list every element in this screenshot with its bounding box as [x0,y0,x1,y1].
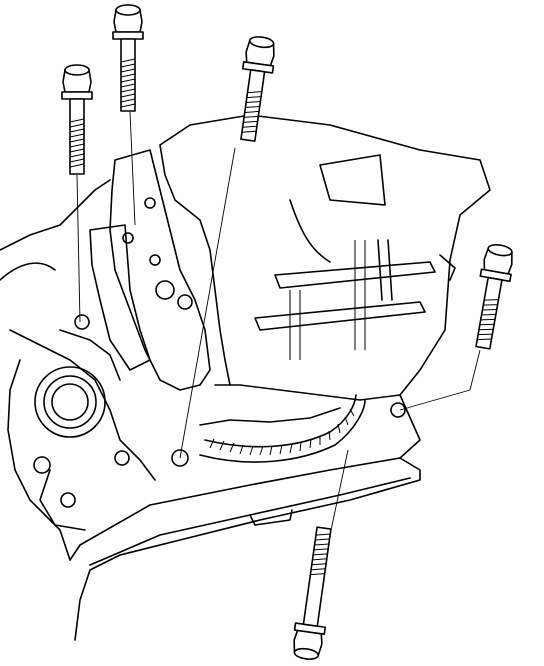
guide-lines [76,111,481,536]
hex-flange-bolt-4 [475,244,513,350]
transmission-housing [159,114,491,418]
oil-pan [69,394,421,641]
hex-flange-bolt-1 [61,64,93,175]
seal-bore [34,366,106,438]
flywheel-ring-gear [199,394,366,463]
hex-flange-bolt-2 [112,4,144,112]
mount-bracket [89,149,211,467]
hex-flange-bolt-5 [293,526,332,660]
engine-block [0,179,156,561]
hex-flange-bolt-3 [240,36,275,142]
bolt-hole [171,449,189,467]
